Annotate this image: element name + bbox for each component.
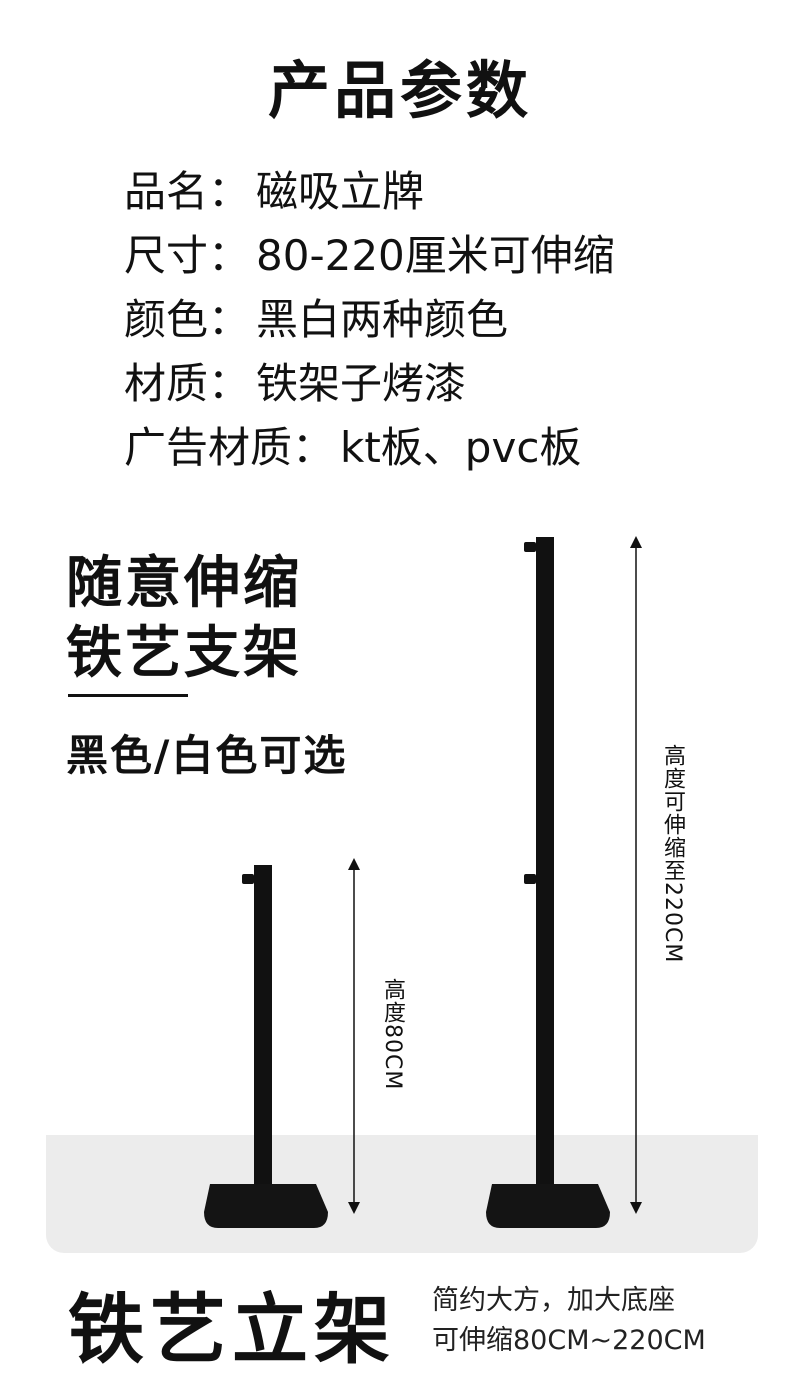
short-stand-image <box>204 865 328 1228</box>
spec-label: 广告材质： <box>124 423 335 472</box>
tall-height-arrow <box>630 536 642 1214</box>
divider <box>68 694 188 697</box>
color-options-text: 黑色/白色可选 <box>66 731 348 780</box>
floor-backdrop <box>46 1135 758 1253</box>
short-stand-shape <box>204 865 328 1228</box>
spec-row-name: 品名：磁吸立牌 <box>124 160 615 224</box>
tall-stand-image <box>486 537 610 1228</box>
page-title: 产品参数 <box>267 54 532 127</box>
feature-heading-line2: 铁艺支架 <box>66 621 302 686</box>
footer-subtitle-2: 可伸缩80CM~220CM <box>432 1325 706 1356</box>
spec-row-color: 颜色：黑白两种颜色 <box>124 288 615 352</box>
spec-label: 颜色： <box>124 295 251 344</box>
spec-row-material: 材质：铁架子烤漆 <box>124 352 615 416</box>
footer-subtitle-1: 简约大方，加大底座 <box>432 1285 675 1316</box>
feature-heading-line1: 随意伸缩 <box>66 551 302 616</box>
spec-label: 尺寸： <box>124 231 251 280</box>
spec-value: 磁吸立牌 <box>256 167 425 216</box>
spec-value: 铁架子烤漆 <box>256 359 467 408</box>
spec-value: 黑白两种颜色 <box>256 295 509 344</box>
footer-title: 铁艺立架 <box>68 1285 396 1374</box>
spec-label: 材质： <box>124 359 251 408</box>
short-height-label: 高度80CM <box>380 978 405 1091</box>
spec-value: kt板、pvc板 <box>340 423 582 472</box>
spec-list: 品名：磁吸立牌 尺寸：80-220厘米可伸缩 颜色：黑白两种颜色 材质：铁架子烤… <box>124 160 615 480</box>
short-height-arrow <box>348 858 360 1214</box>
spec-label: 品名： <box>124 167 251 216</box>
spec-row-ad-material: 广告材质：kt板、pvc板 <box>124 416 615 480</box>
tall-height-label: 高度可伸缩至220CM <box>660 744 685 964</box>
tall-stand-shape <box>486 537 610 1228</box>
spec-row-size: 尺寸：80-220厘米可伸缩 <box>124 224 615 288</box>
spec-value: 80-220厘米可伸缩 <box>256 231 615 280</box>
